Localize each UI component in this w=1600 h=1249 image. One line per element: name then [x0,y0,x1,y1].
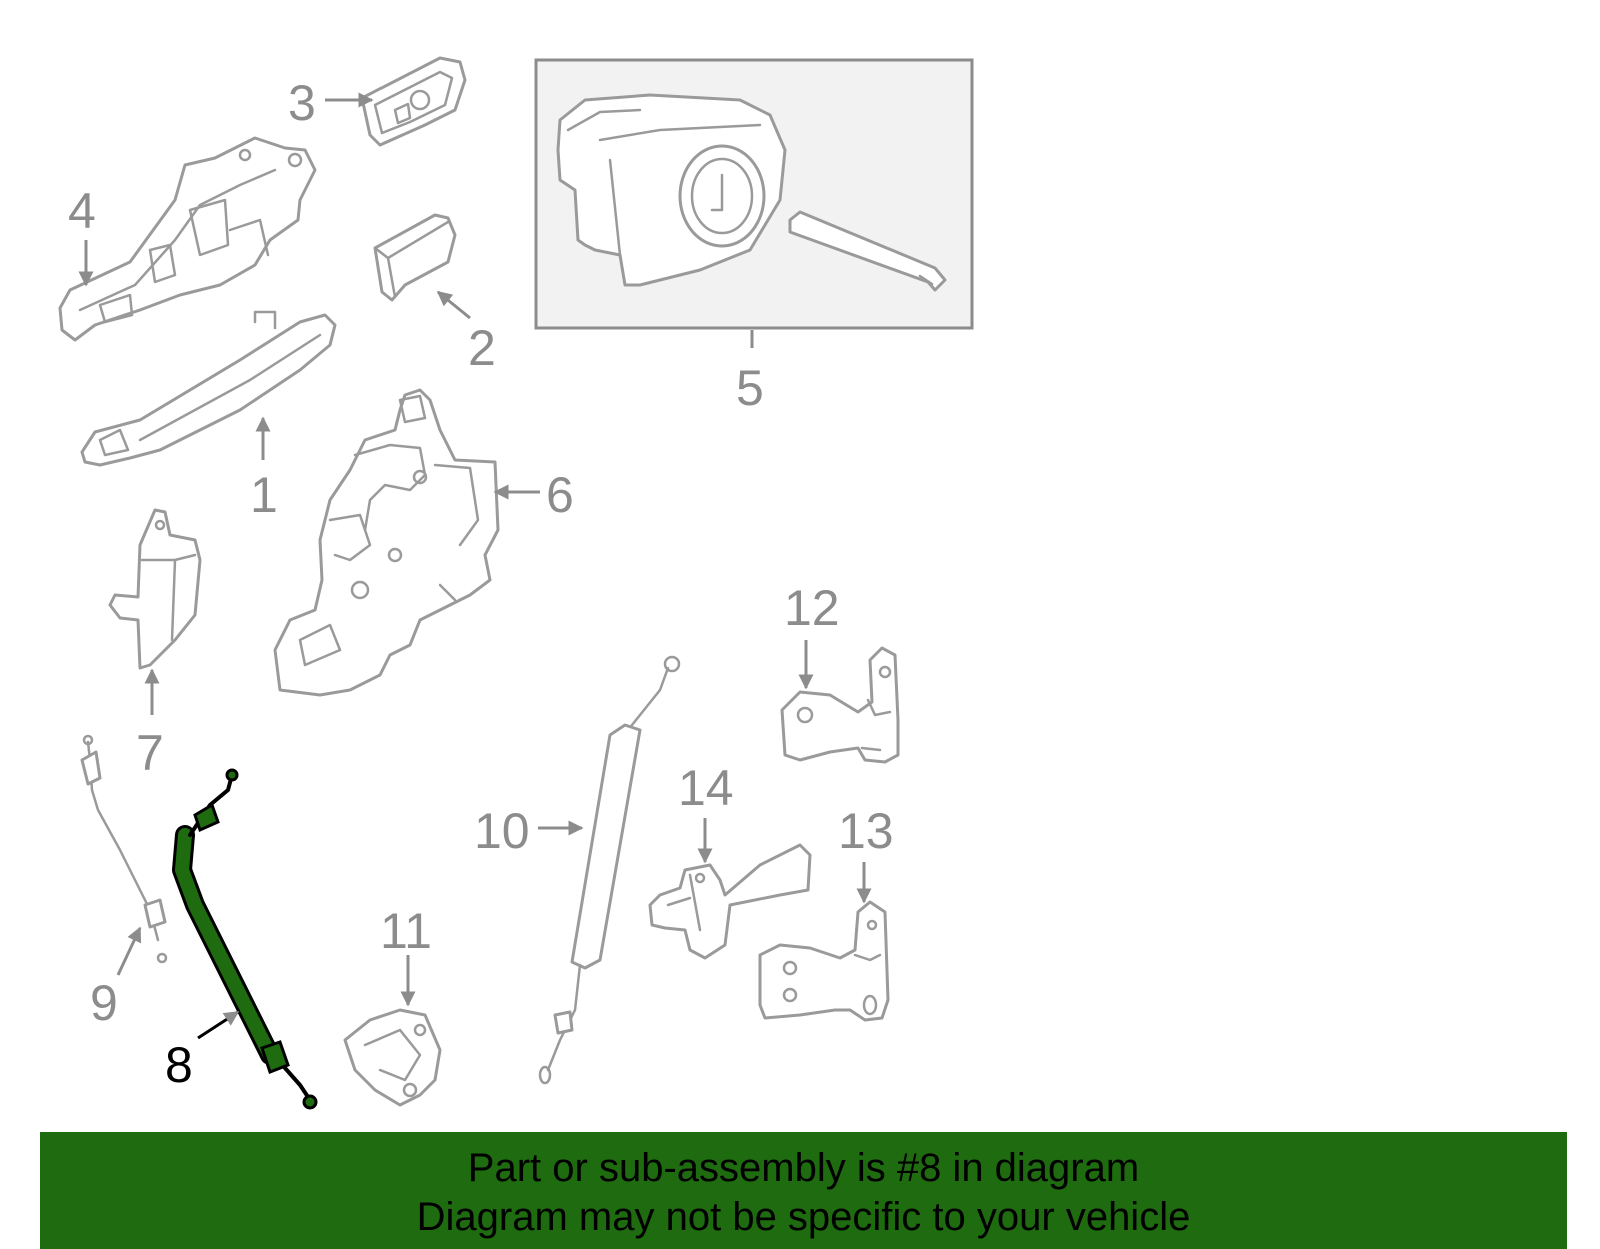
callout-7: 7 [136,725,164,781]
part-8-lock-cable[interactable] [172,768,318,1110]
part-10-door-strut[interactable] [538,655,681,1085]
callout-12: 12 [784,580,840,636]
callout-11: 11 [380,903,432,959]
callout-10: 10 [474,803,530,859]
leader-8 [197,1010,240,1040]
callout-4: 4 [68,183,96,239]
part-11-striker[interactable] [343,1008,442,1107]
part-3-gasket[interactable] [360,56,467,147]
part-9-inside-handle-cable[interactable] [80,734,168,964]
part-7-latch-shield[interactable] [108,508,202,670]
part-4-handle-bracket[interactable] [58,136,317,342]
callout-6: 6 [546,467,574,523]
callout-5: 5 [736,360,764,416]
banner-line-1: Part or sub-assembly is #8 in diagram [467,1146,1140,1190]
part-12-upper-hinge[interactable] [780,646,900,764]
callout-13: 13 [838,803,894,859]
callout-2: 2 [468,320,496,376]
part-2-handle-cap[interactable] [373,213,457,302]
callout-3: 3 [288,75,316,131]
part-14-door-check[interactable] [648,843,812,960]
callout-8: 8 [165,1037,193,1093]
part-13-lower-hinge[interactable] [758,900,890,1022]
part-6-door-latch[interactable] [273,388,500,697]
callout-14: 14 [678,760,734,816]
part-info-banner: Part or sub-assembly is #8 in diagram Di… [40,1132,1567,1249]
callout-9: 9 [90,975,118,1031]
banner-line-2: Diagram may not be specific to your vehi… [416,1195,1191,1239]
leader-9 [116,926,142,976]
part-5-lock-cylinder-kit[interactable] [534,58,974,330]
callout-1: 1 [250,467,278,523]
leader-2 [436,290,471,320]
part-1-outer-handle[interactable] [80,310,337,467]
